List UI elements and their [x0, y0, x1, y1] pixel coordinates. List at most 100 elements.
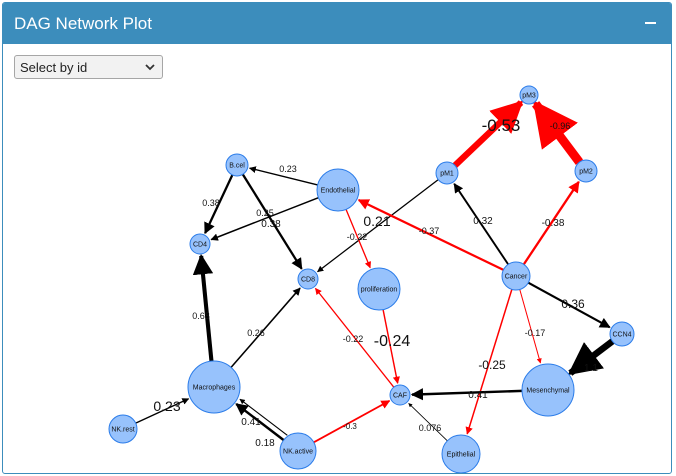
node-pm2[interactable]: pM2 [574, 159, 598, 183]
node-cd8[interactable]: CD8 [297, 268, 319, 290]
edge-label: 0.38 [261, 219, 281, 230]
node-endothelial[interactable]: Endothelial [316, 168, 360, 212]
node-circle[interactable] [574, 159, 598, 183]
node-circle[interactable] [357, 267, 401, 311]
select-by-id-dropdown[interactable]: Select by id [14, 55, 163, 79]
node-circle[interactable] [389, 384, 411, 406]
minus-icon[interactable] [643, 12, 659, 32]
panel-header: DAG Network Plot [3, 3, 671, 44]
node-circle[interactable] [279, 432, 317, 470]
edge-Macrophages-CD4[interactable] [192, 253, 214, 362]
edge-label: 0.38 [202, 198, 220, 208]
edge-Endothelial-CD4[interactable] [210, 196, 319, 241]
node-mesenchymal[interactable]: Mesenchymal [521, 363, 575, 417]
edge-label: 0.23 [153, 398, 180, 414]
node-circle[interactable] [435, 161, 459, 185]
node-label: Macrophages [193, 384, 236, 391]
edge-CAF-CD8[interactable] [314, 287, 395, 388]
node-circle[interactable] [225, 153, 249, 177]
edge-label: 1.1 [584, 363, 598, 374]
node-label: NK.rest [111, 426, 134, 433]
edge-proliferation-CAF[interactable] [382, 309, 400, 384]
edge-B.cell-CD4[interactable] [204, 174, 234, 235]
node-circle[interactable] [501, 261, 531, 291]
node-pm1[interactable]: pM1 [435, 161, 459, 185]
node-b-cell[interactable]: B.cel [225, 153, 249, 177]
node-circle[interactable] [521, 363, 575, 417]
node-circle[interactable] [316, 168, 360, 212]
chevron-down-icon [145, 64, 155, 71]
edge-NK.active-Macrophages[interactable] [235, 402, 285, 442]
edge-NK.rest-Macrophages[interactable] [135, 398, 190, 424]
node-label: pM2 [579, 168, 593, 175]
node-label: Mesenchymal [526, 387, 570, 394]
edge-label: 0.26 [247, 328, 265, 338]
edge-label: -0.37 [419, 226, 440, 236]
edge-label: -0.17 [525, 328, 546, 338]
node-circle[interactable] [297, 268, 319, 290]
edge-Cancer-pM2[interactable] [522, 180, 580, 265]
node-label: B.cel [229, 162, 245, 169]
edge-B.cell-CD8[interactable] [241, 173, 303, 270]
edge-Endothelial-proliferation[interactable] [345, 209, 371, 269]
node-label: CAF [393, 392, 407, 399]
node-circle[interactable] [108, 414, 138, 444]
edge-Mesenchymal-CAF[interactable] [410, 388, 523, 401]
edge-label: 0.36 [561, 297, 585, 311]
edge-label: -0.25 [478, 358, 506, 372]
node-label: Endothelial [321, 187, 356, 194]
node-circle[interactable] [519, 85, 539, 105]
node-label: Cancer [505, 273, 528, 280]
edge-label: 0.41 [468, 390, 488, 401]
edge-Cancer-pM1[interactable] [453, 183, 510, 265]
node-caf[interactable]: CAF [389, 384, 411, 406]
node-label: pM3 [522, 92, 536, 99]
node-label: NK.active [283, 448, 313, 455]
edge-pM1-pM3[interactable] [452, 100, 524, 168]
select-by-id-value: Select by id [20, 60, 88, 75]
node-proliferation[interactable]: proliferation [357, 267, 401, 311]
edge-NK.active-CAF[interactable] [313, 399, 391, 444]
edge-label: 0.68 [192, 311, 210, 321]
node-pm3[interactable]: pM3 [519, 85, 539, 105]
edge-label: 0.18 [255, 438, 275, 449]
edge-NK.active-Macrophages[interactable] [239, 398, 288, 436]
edge-label: 0.23 [279, 164, 297, 174]
edge-Epithelial-CAF[interactable] [408, 403, 448, 442]
node-epithelial[interactable]: Epithelial [441, 434, 481, 473]
node-circle[interactable] [609, 321, 635, 347]
node-circle[interactable] [189, 233, 211, 255]
panel-title: DAG Network Plot [14, 14, 152, 33]
edge-pM2-pM3[interactable] [531, 100, 584, 165]
edge-label: 0.21 [363, 213, 390, 229]
node-circle[interactable] [187, 360, 241, 414]
edge-Cancer-CCN4[interactable] [527, 281, 611, 329]
edge-Cancer-Epithelial[interactable] [465, 289, 513, 435]
node-label: CD4 [193, 241, 207, 248]
node-label: CCN4 [612, 331, 631, 338]
node-circle[interactable] [441, 434, 481, 473]
edges-layer [135, 100, 615, 444]
edge-label: -0.22 [347, 232, 368, 242]
node-nk-active[interactable]: NK.active [279, 432, 317, 470]
edge-Endothelial-B.cell[interactable] [248, 166, 318, 186]
node-label: proliferation [361, 286, 398, 293]
node-nk-rest[interactable]: NK.rest [108, 414, 138, 444]
node-cancer[interactable]: Cancer [501, 261, 531, 291]
node-macrophages[interactable]: Macrophages [187, 360, 241, 414]
edge-Cancer-Endothelial[interactable] [357, 199, 504, 271]
edge-CCN4-Mesenchymal[interactable] [567, 338, 615, 376]
edge-label: 0.076 [419, 423, 442, 433]
edge-label: -0.24 [374, 333, 411, 350]
edge-label: -0.53 [482, 116, 521, 135]
node-label: Epithelial [447, 451, 476, 458]
edge-Cancer-Mesenchymal[interactable] [519, 289, 542, 364]
node-ccn4[interactable]: CCN4 [609, 321, 635, 347]
node-label: pM1 [440, 170, 454, 177]
node-cd4[interactable]: CD4 [189, 233, 211, 255]
edge-Macrophages-CD8[interactable] [230, 287, 301, 368]
edge-pM1-CD8[interactable] [317, 179, 439, 273]
